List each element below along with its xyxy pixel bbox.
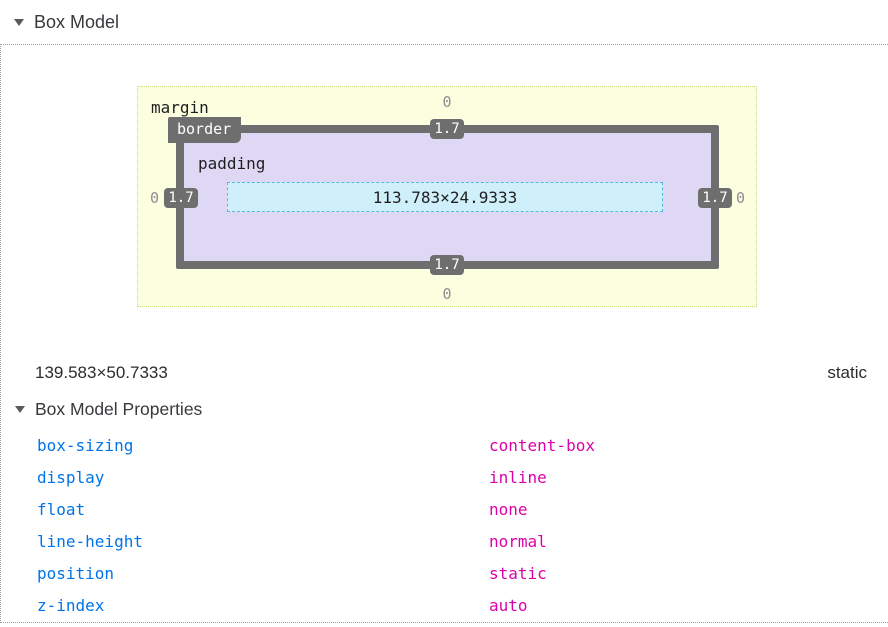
properties-section-title: Box Model Properties xyxy=(35,398,203,419)
property-value: content-box xyxy=(489,435,595,455)
property-value: auto xyxy=(489,595,528,615)
content-region[interactable]: 113.783×24.9333 xyxy=(227,182,663,212)
box-model-properties-header[interactable]: Box Model Properties xyxy=(15,397,202,421)
border-right-value[interactable]: 1.7 xyxy=(698,188,732,208)
border-top-value[interactable]: 1.7 xyxy=(430,119,464,139)
padding-label: padding xyxy=(198,154,266,173)
padding-region[interactable]: padding 113.783×24.9333 xyxy=(184,133,711,261)
box-model-panel: margin 0 1.7 11.2 11.2 1.7 0 0 1.7 11.2 … xyxy=(0,44,888,623)
margin-label: margin xyxy=(151,98,209,117)
box-model-section-header[interactable]: Box Model xyxy=(0,0,888,44)
border-label: border xyxy=(168,117,242,143)
property-value: inline xyxy=(489,467,547,487)
content-size-value: 113.783×24.9333 xyxy=(372,187,518,207)
margin-top-value[interactable]: 0 xyxy=(442,93,452,111)
property-row: z-index auto xyxy=(1,589,888,621)
property-name: position xyxy=(37,563,115,583)
property-name: box-sizing xyxy=(37,435,134,455)
property-name: z-index xyxy=(37,595,105,615)
element-position-value: static xyxy=(827,363,867,382)
margin-right-value[interactable]: 0 xyxy=(736,189,746,207)
border-left-value[interactable]: 1.7 xyxy=(164,188,198,208)
border-bottom-value[interactable]: 1.7 xyxy=(430,255,464,275)
element-size-value: 139.583×50.7333 xyxy=(35,363,168,382)
chevron-down-icon[interactable] xyxy=(15,405,25,413)
property-value: none xyxy=(489,499,528,519)
margin-left-value[interactable]: 0 xyxy=(150,189,160,207)
margin-region[interactable]: margin 0 1.7 11.2 11.2 1.7 0 0 1.7 11.2 … xyxy=(137,86,757,307)
property-row: line-height normal xyxy=(1,525,888,557)
property-row: position static xyxy=(1,557,888,589)
property-row: display inline xyxy=(1,461,888,493)
margin-bottom-value[interactable]: 0 xyxy=(442,285,452,303)
property-name: line-height xyxy=(37,531,143,551)
property-value: static xyxy=(489,563,547,583)
property-value: normal xyxy=(489,531,547,551)
properties-list: box-sizing content-box display inline fl… xyxy=(1,429,888,621)
element-summary-row: 139.583×50.7333 static xyxy=(1,362,888,384)
section-title: Box Model xyxy=(34,11,120,32)
property-name: float xyxy=(37,499,86,519)
border-region[interactable]: border padding 113.783×24.9333 xyxy=(168,117,719,269)
chevron-down-icon[interactable] xyxy=(14,18,24,26)
property-row: box-sizing content-box xyxy=(1,429,888,461)
property-name: display xyxy=(37,467,105,487)
property-row: float none xyxy=(1,493,888,525)
